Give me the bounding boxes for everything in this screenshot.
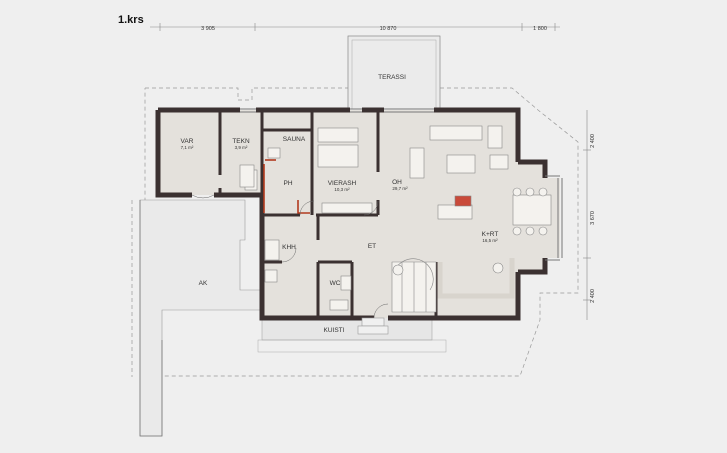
room-vierash-name: VIERASH [328, 180, 357, 187]
sofa-side [409, 147, 425, 179]
window-openings [240, 108, 563, 261]
dining-chair [538, 226, 548, 236]
room-krt-area: 16,5 m² [482, 238, 498, 243]
room-ph-name: PH [283, 180, 292, 187]
utility-counter [264, 239, 280, 261]
plant [392, 264, 404, 276]
dining-chair [512, 187, 522, 197]
dining-chair [525, 187, 535, 197]
dining-table [512, 194, 552, 226]
desk [321, 202, 373, 214]
room-vierash-area: 10,3 m² [334, 187, 350, 192]
top-dimension-line [150, 23, 560, 31]
eave-outline [131, 87, 579, 377]
room-tekn-area: 3,9 m² [235, 145, 248, 150]
dining-chair [525, 226, 535, 236]
room-krt-name: K+RT [482, 231, 499, 238]
exterior-walls [155, 107, 548, 321]
entrance-steps [357, 317, 389, 335]
wc-basin [329, 299, 349, 311]
kitchen-island [437, 204, 473, 220]
room-var-area: 7,1 m² [181, 145, 194, 150]
dining-chair [538, 187, 548, 197]
coffee-table [446, 154, 476, 174]
room-terassi-name: TERASSI [378, 74, 406, 81]
doors [191, 194, 389, 319]
room-ak-name: AK [199, 280, 208, 287]
room-wc-name: WC [330, 280, 341, 287]
sofa [429, 125, 483, 141]
dim-top-3: 1 800 [533, 26, 547, 32]
interior-walls [218, 110, 438, 318]
wardrobe [317, 127, 359, 143]
room-var-name: VAR [181, 138, 194, 145]
bed [317, 144, 359, 168]
sink [492, 262, 504, 274]
room-oh-area: 29,7 m² [392, 186, 408, 191]
washbasin [267, 147, 281, 159]
fireplace [454, 195, 472, 207]
terrace [347, 35, 441, 110]
sauna-walls [263, 159, 310, 214]
washer [264, 269, 278, 283]
dim-right-1: 2 400 [590, 134, 596, 148]
furniture [239, 125, 552, 313]
floor-title: 1.krs [118, 14, 144, 26]
dim-top-2: 10 870 [380, 26, 397, 32]
dim-top-1: 3 905 [201, 26, 215, 32]
dining-chair [512, 226, 522, 236]
room-kuisti-name: KUISTI [324, 327, 345, 334]
dim-right-3: 2 400 [590, 289, 596, 303]
armchair [487, 125, 503, 149]
dim-right-2: 3 670 [590, 211, 596, 225]
room-et-name: ET [368, 243, 376, 250]
boiler [239, 164, 255, 188]
room-khh-name: KHH [282, 244, 296, 251]
right-dimension-line [583, 110, 591, 320]
toilet [340, 275, 352, 291]
porch-step [257, 339, 447, 353]
room-tekn-name: TEKN [232, 138, 250, 145]
room-oh-name: OH [392, 179, 402, 186]
carport-edge [139, 200, 163, 437]
side-chair [489, 154, 509, 170]
room-sauna-name: SAUNA [283, 136, 306, 143]
carport-area [139, 199, 263, 437]
